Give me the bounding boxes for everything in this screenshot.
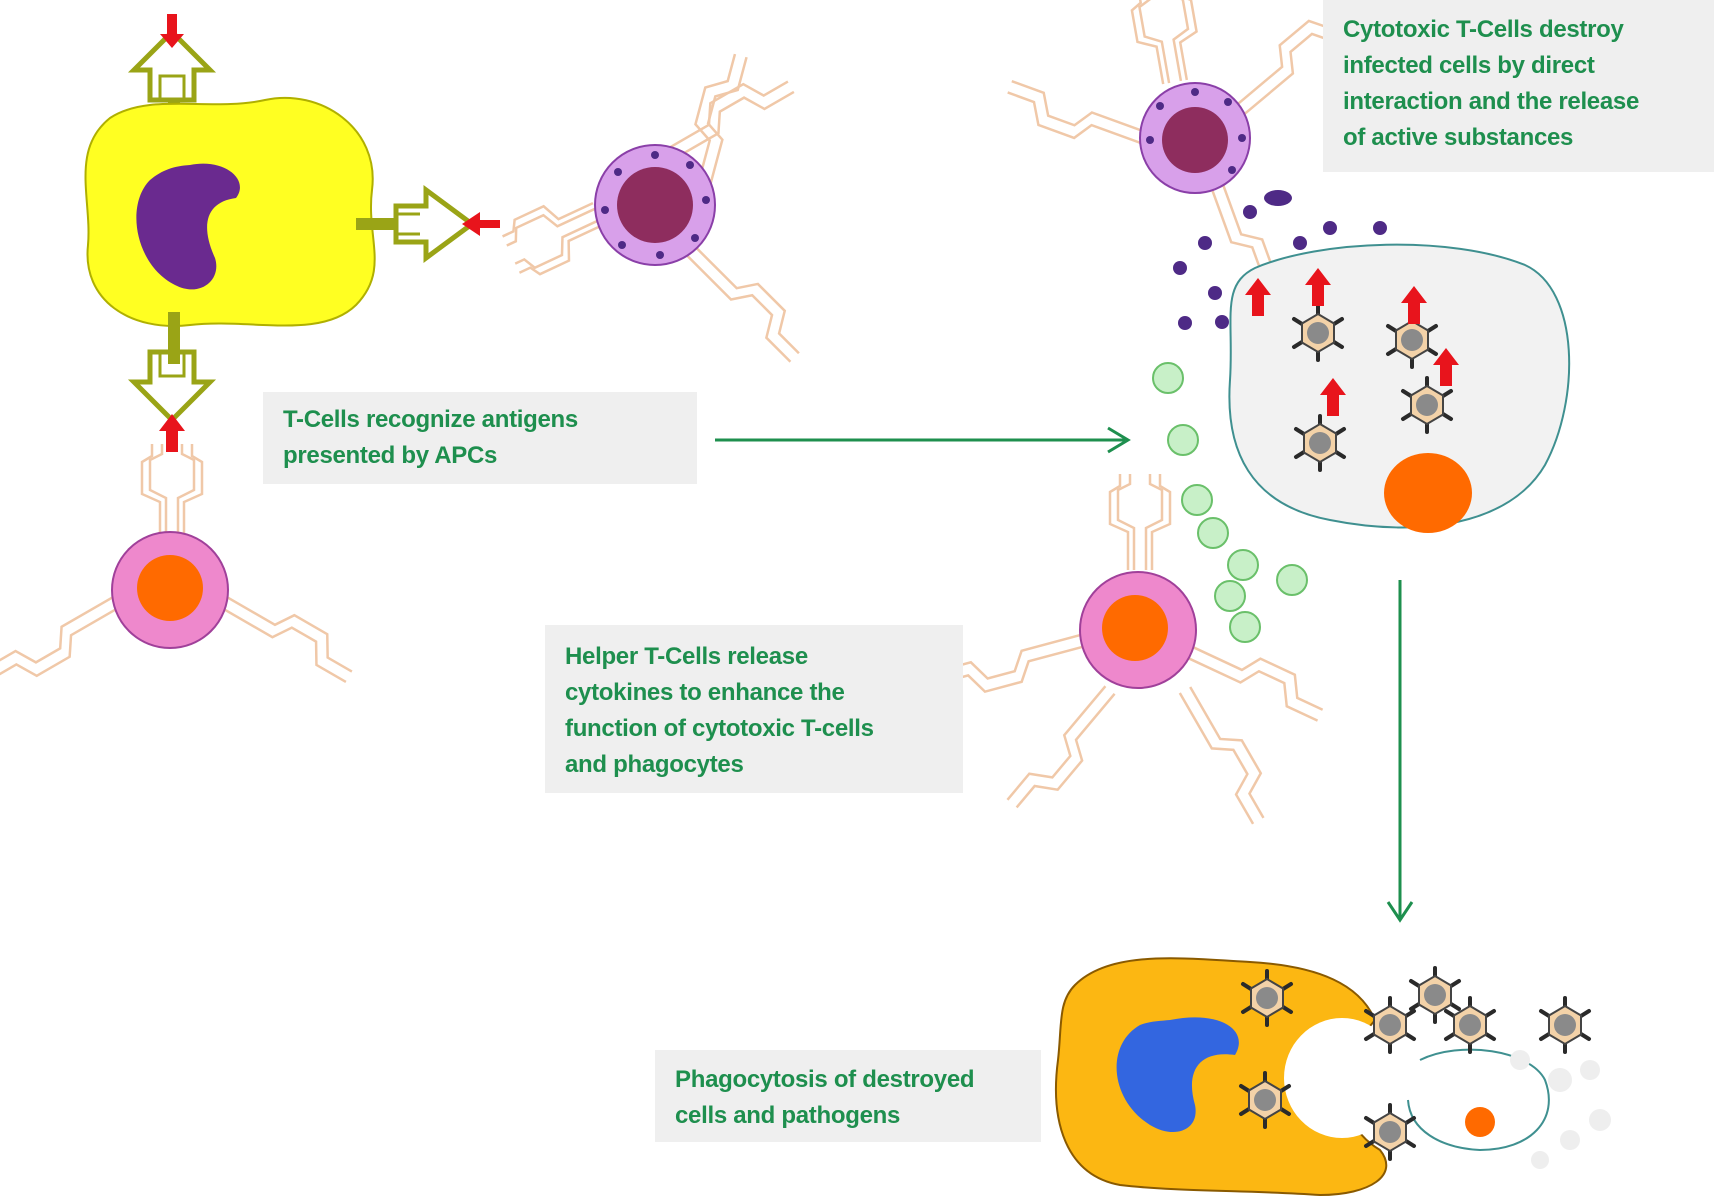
granule-icon: [601, 151, 710, 259]
antigen-presenting-cell-icon: [84, 14, 500, 452]
caption-helper-cytokines: Helper T-Cells release cytokines to enha…: [545, 625, 963, 793]
mhc-receptor-bottom: [127, 312, 217, 452]
flow-arrow-right: [715, 426, 1131, 454]
caption-line: and phagocytes: [565, 751, 744, 778]
mhc-receptor-right: [356, 185, 500, 263]
caption-antigen-recognition: T-Cells recognize antigens presented by …: [263, 392, 697, 484]
caption-line: cells and pathogens: [675, 1102, 901, 1129]
phagocyte-icon: [1055, 957, 1400, 1197]
destroyed-cell-icon: [1407, 1048, 1611, 1169]
caption-line: Phagocytosis of destroyed: [675, 1066, 975, 1093]
granule-icon: [1173, 190, 1387, 330]
apc-nucleus: [136, 163, 240, 290]
cytotoxic-t-cell-icon: [497, 47, 815, 363]
caption-line: presented by APCs: [283, 442, 498, 469]
helper-t-cell-icon: [0, 442, 364, 698]
caption-line: Helper T-Cells release: [565, 643, 808, 670]
cytokine-icon: [1152, 362, 1308, 643]
cytotoxic-t-cell-icon: [999, 0, 1362, 325]
caption-line: of active substances: [1343, 124, 1574, 151]
caption-line: infected cells by direct: [1343, 52, 1595, 79]
caption-line: T-Cells recognize antigens: [283, 406, 578, 433]
caption-phagocytosis: Phagocytosis of destroyed cells and path…: [655, 1050, 1041, 1142]
apc-body: [84, 96, 376, 327]
flow-arrow-down: [1386, 580, 1414, 923]
caption-cytotoxic-action: Cytotoxic T-Cells destroy infected cells…: [1323, 0, 1714, 172]
infected-cell-icon: [1228, 243, 1571, 533]
caption-line: cytokines to enhance the: [565, 679, 845, 706]
caption-line: function of cytotoxic T-cells: [565, 715, 874, 742]
helper-t-cell-icon: [936, 472, 1333, 826]
caption-line: Cytotoxic T-Cells destroy: [1343, 16, 1624, 43]
caption-line: interaction and the release: [1343, 88, 1640, 115]
